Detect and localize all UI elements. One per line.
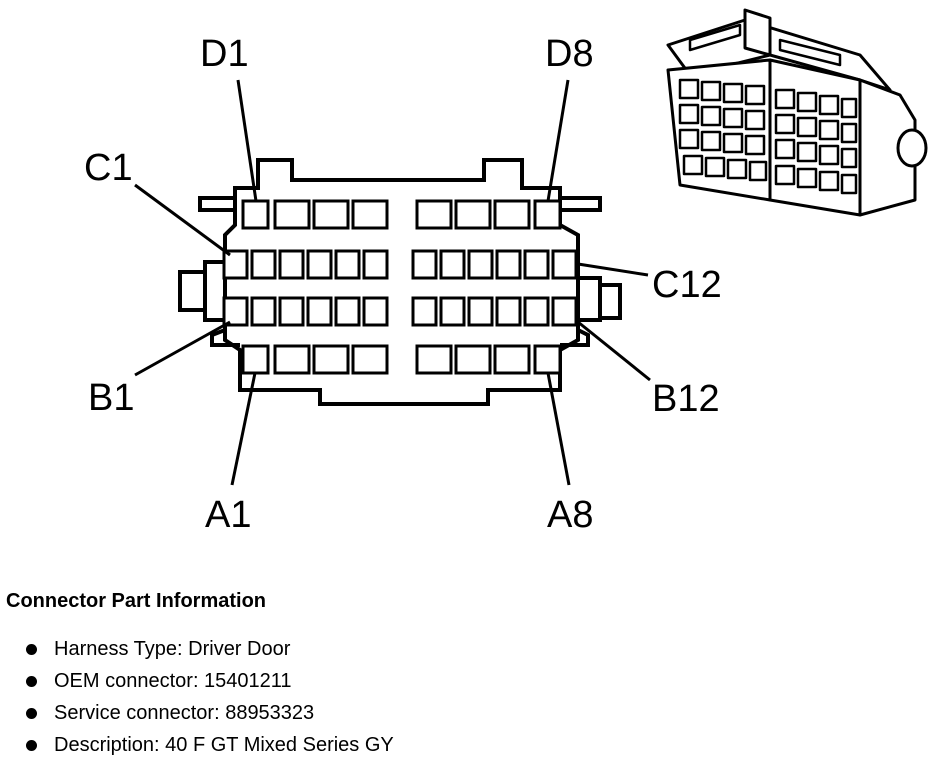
list-item: OEM connector: 15401211 (6, 669, 706, 701)
pin-label-a8: A8 (547, 494, 593, 536)
connector-3d-illustration (666, 8, 928, 217)
pin-label-d8: D8 (545, 33, 594, 75)
service-connector-text: Service connector: 88953323 (54, 702, 315, 724)
leader-lines (134, 79, 651, 486)
pin-label-d1: D1 (200, 33, 249, 75)
pin-label-a1: A1 (205, 494, 251, 536)
list-item: Description: 40 F GT Mixed Series GY (6, 733, 706, 765)
pin-label-c12: C12 (652, 264, 722, 306)
bullet-icon (26, 740, 37, 751)
harness-type-text: Harness Type: Driver Door (54, 638, 291, 660)
bullet-icon (26, 708, 37, 719)
oem-connector-text: OEM connector: 15401211 (54, 670, 292, 692)
section-title: Connector Part Information (6, 590, 267, 612)
bullet-icon (26, 644, 37, 655)
part-info-list: Harness Type: Driver Door OEM connector:… (6, 637, 706, 765)
connector-face (178, 158, 622, 406)
pin-cavities (222, 199, 578, 375)
list-item: Harness Type: Driver Door (6, 637, 706, 669)
pin-label-b1: B1 (88, 377, 134, 419)
pin-label-c1: C1 (84, 147, 133, 189)
description-text: Description: 40 F GT Mixed Series GY (54, 734, 394, 756)
connector-diagram: D1 D8 C1 C12 B1 B12 A1 A8 (84, 8, 928, 536)
bullet-icon (26, 676, 37, 687)
list-item: Service connector: 88953323 (6, 701, 706, 733)
connector-part-information: Connector Part Information Harness Type:… (6, 590, 706, 765)
pin-label-b12: B12 (652, 378, 720, 420)
